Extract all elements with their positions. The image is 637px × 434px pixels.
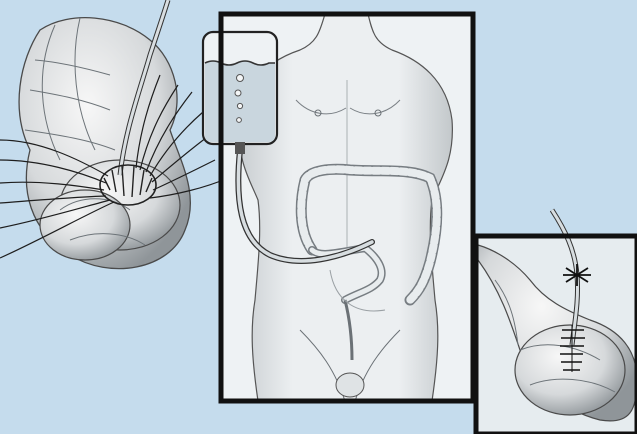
genitalia	[336, 373, 364, 397]
bubble	[237, 103, 242, 108]
bag-fluid	[205, 61, 275, 142]
right-inset-panel	[476, 210, 637, 434]
bowel-loop-left	[40, 190, 130, 260]
bag-outlet	[235, 142, 245, 154]
bubble	[237, 118, 242, 123]
bubble	[237, 75, 244, 82]
bubble	[235, 90, 241, 96]
